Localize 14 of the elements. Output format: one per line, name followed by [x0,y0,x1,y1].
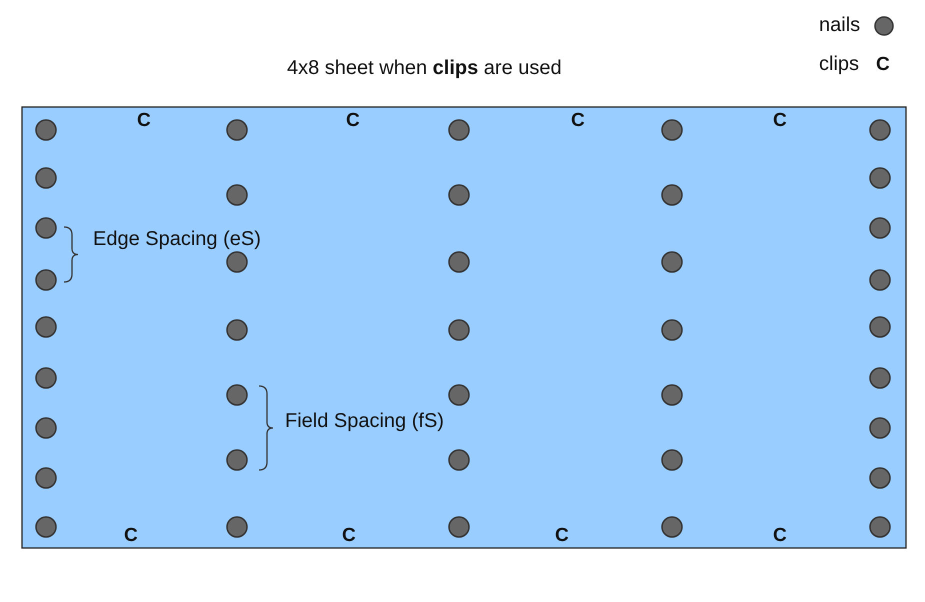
diagram-title: 4x8 sheet when clips are used [287,58,562,78]
legend-label: clips [819,54,860,74]
spacing-label: Field Spacing (fS) [285,411,444,431]
clip-mark: C [124,526,138,545]
clip-mark: C [773,111,787,130]
clip-mark: C [571,111,585,130]
clip-mark: C [137,111,151,130]
clip-mark: C [346,111,360,130]
clip-mark: C [876,55,890,74]
clip-mark: C [342,526,356,545]
clip-mark: C [773,526,787,545]
spacing-label: Edge Spacing (eS) [93,229,261,249]
legend-label: nails [819,15,860,35]
clip-mark: C [555,526,569,545]
